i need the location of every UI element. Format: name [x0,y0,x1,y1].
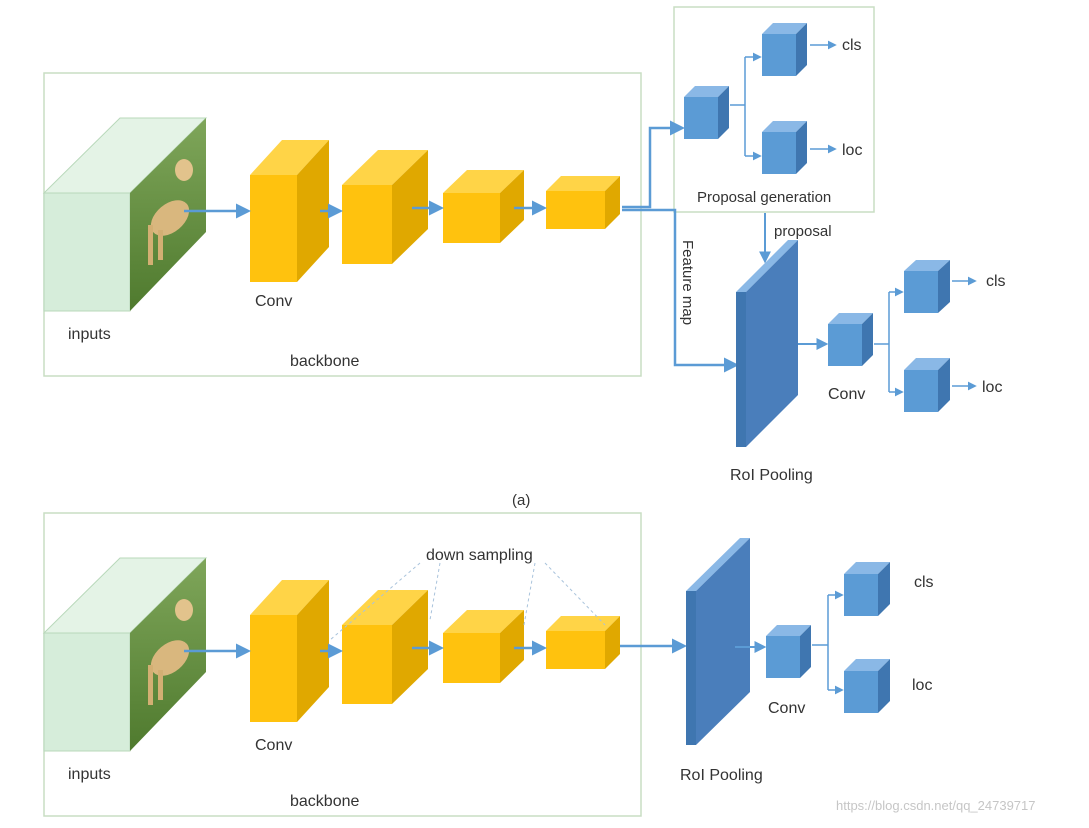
dog-photo [148,159,193,265]
proposal-generation-box [673,6,875,213]
conv-block-1 [250,140,329,282]
bottom-diagram: down sampling inputs Conv backbone RoI P… [42,512,934,817]
loc-label: loc [912,677,932,694]
proposal-label: proposal [774,223,832,240]
conv-block-2 [342,150,428,264]
rpn-cls-label: cls [842,37,862,54]
conv-label: Conv [255,293,292,310]
conv-block-3 [443,610,524,683]
rpn-cube [684,86,729,139]
conv-block-3 [443,170,524,243]
conv-label: Conv [255,737,292,754]
inputs-label: inputs [68,766,111,783]
arrow [622,208,739,373]
roi-pooling-slab [686,538,750,745]
dog-photo [148,599,193,705]
rpn-cls-cube [762,23,807,76]
conv-block-4 [546,616,620,669]
roi-pooling-slab [736,240,798,447]
head-cls-cube [904,260,950,313]
watermark-url: https://blog.csdn.net/qq_24739717 [836,798,1036,813]
head-conv-cube [766,625,811,678]
rpn-loc-cube [762,121,807,174]
head-conv-label: Conv [768,700,805,717]
feature-map-label: Feature map [679,240,696,325]
roi-pooling-label: RoI Pooling [680,767,763,784]
head-loc-label: loc [982,379,1002,396]
down-sampling-guides [329,562,606,641]
arrow [622,120,685,209]
head-loc-cube [904,358,950,412]
backbone-label: backbone [290,793,359,810]
cls-cube [844,562,890,616]
caption-a: (a) [512,492,530,509]
conv-block-1 [250,580,329,722]
inputs-label: inputs [68,326,111,343]
head-cls-label: cls [986,273,1006,290]
head-conv-cube [828,313,873,366]
roi-pooling-label: RoI Pooling [730,467,813,484]
loc-cube [844,659,890,713]
backbone-label: backbone [290,353,359,370]
top-diagram: inputs Conv backbone Proposal generation… [42,6,1006,509]
proposal-generation-label: Proposal generation [697,189,831,206]
conv-block-2 [342,590,428,704]
down-sampling-label: down sampling [426,547,533,564]
conv-block-4 [546,176,620,229]
input-image-cube [42,117,208,312]
cls-label: cls [914,574,934,591]
head-conv-label: Conv [828,386,865,403]
rpn-loc-label: loc [842,142,862,159]
input-image-cube [42,557,208,752]
